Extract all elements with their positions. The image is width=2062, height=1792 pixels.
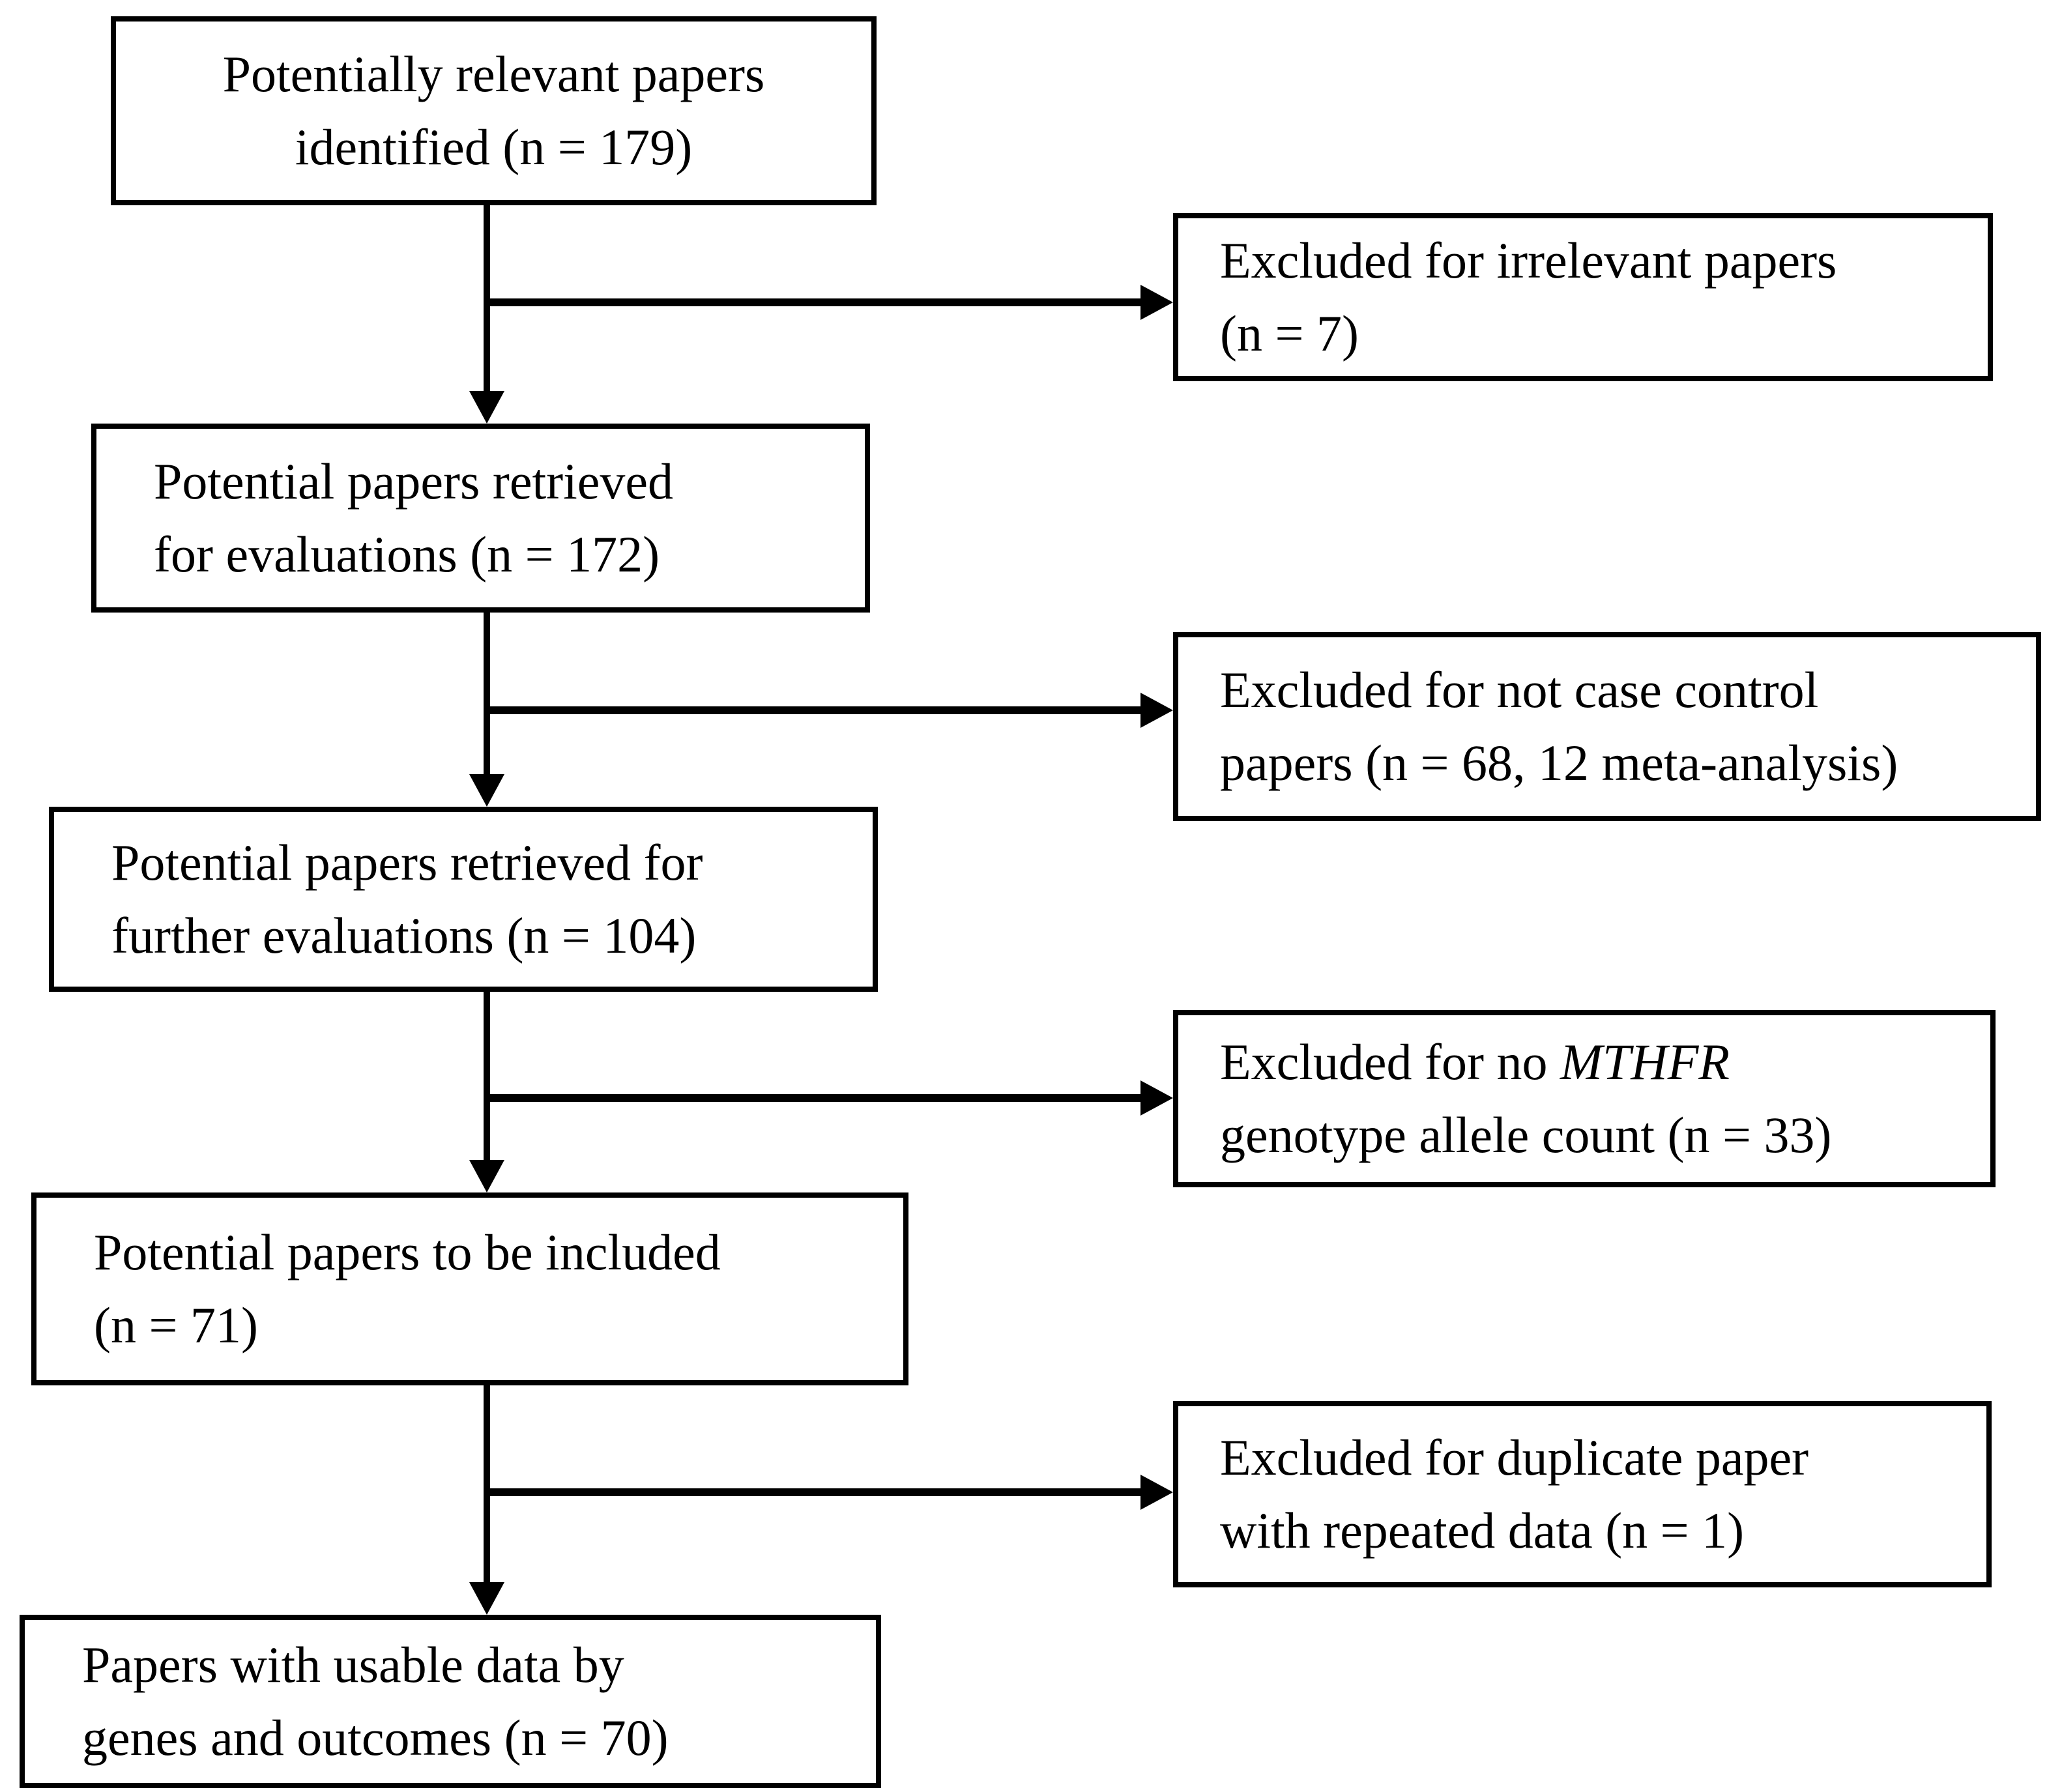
flow-box-excluded-not-case-control: Excluded for not case control papers (n … (1173, 632, 2041, 821)
flow-box-line: Potentially relevant papers (222, 46, 765, 102)
gene-name-italic: MTHFR (1560, 1033, 1730, 1090)
flow-box-line: Excluded for no MTHFR (1220, 1026, 1985, 1099)
flow-box-line: for evaluations (n = 172) (154, 526, 660, 583)
arrow-head-right-2 (1140, 693, 1173, 728)
flow-box-to-be-included: Potential papers to be included (n = 71) (31, 1192, 908, 1385)
flow-box-line: Potential papers retrieved for (111, 834, 703, 891)
arrow-head-right-3 (1140, 1080, 1173, 1116)
arrow-head-down-1 (469, 391, 504, 424)
flow-box-excluded-duplicate: Excluded for duplicate paper with repeat… (1173, 1401, 1992, 1587)
flow-box-line: Excluded for irrelevant papers (1220, 232, 1837, 289)
arrow-head-right-4 (1140, 1475, 1173, 1510)
connector-line-branch-not-case-control (484, 706, 1142, 714)
flow-box-line: (n = 71) (94, 1297, 258, 1353)
flow-box-line: papers (n = 68, 12 meta-analysis) (1220, 734, 1898, 791)
connector-line-retrieved-to-further (484, 613, 490, 775)
flow-box-excluded-irrelevant: Excluded for irrelevant papers (n = 7) (1173, 213, 1993, 381)
flow-box-line: Papers with usable data by (82, 1636, 624, 1693)
flow-box-line: (n = 7) (1220, 305, 1359, 362)
arrow-head-down-4 (469, 1582, 504, 1615)
flow-box-line: Excluded for not case control (1220, 661, 1819, 718)
flow-box-line: further evaluations (n = 104) (111, 907, 697, 964)
arrow-head-down-3 (469, 1160, 504, 1192)
flow-box-line: Excluded for duplicate paper (1220, 1429, 1809, 1486)
flow-box-line: with repeated data (n = 1) (1220, 1502, 1745, 1559)
flow-box-line: Potential papers retrieved (154, 453, 674, 510)
flow-box-retrieved-for-evaluations: Potential papers retrieved for evaluatio… (91, 424, 870, 613)
arrow-head-right-1 (1140, 285, 1173, 320)
connector-line-branch-duplicate (484, 1488, 1142, 1496)
arrow-head-down-2 (469, 774, 504, 807)
flow-box-line: genotype allele count (n = 33) (1220, 1106, 1832, 1163)
connector-line-included-to-usable (484, 1385, 490, 1582)
connector-line-branch-irrelevant (484, 298, 1142, 306)
flow-box-identified: Potentially relevant papers identified (… (111, 16, 877, 205)
connector-line-further-to-included (484, 992, 490, 1161)
flow-box-line: genes and outcomes (n = 70) (82, 1709, 669, 1766)
connector-line-branch-no-genotype (484, 1094, 1142, 1102)
flow-box-line: identified (n = 179) (295, 119, 693, 175)
flow-box-line: Potential papers to be included (94, 1224, 721, 1280)
flow-box-usable-data: Papers with usable data by genes and out… (20, 1615, 881, 1788)
flow-box-retrieved-for-further-evaluations: Potential papers retrieved for further e… (49, 807, 878, 992)
flow-box-excluded-no-mthfr-genotype: Excluded for no MTHFR genotype allele co… (1173, 1010, 1996, 1187)
text-segment: Excluded for no (1220, 1033, 1561, 1090)
